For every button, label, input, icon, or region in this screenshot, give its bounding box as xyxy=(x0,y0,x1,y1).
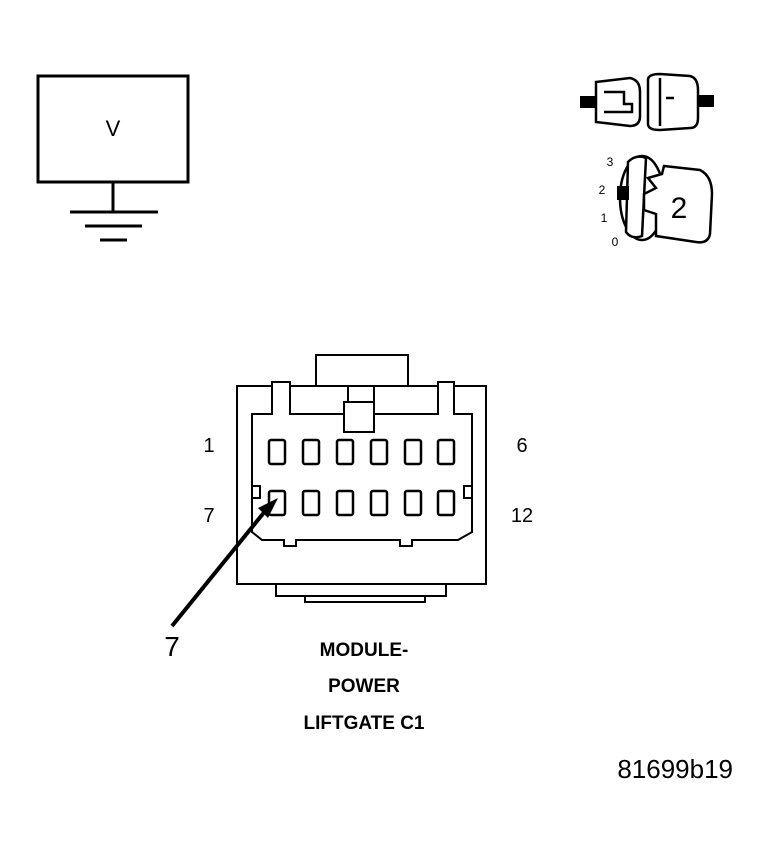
pin-1 xyxy=(267,438,287,466)
key-number-label: 2 xyxy=(671,192,688,225)
key-position-3: 3 xyxy=(607,155,614,169)
callout-pin-number: 7 xyxy=(164,631,180,662)
connector-latch xyxy=(315,354,409,388)
meter-label: V xyxy=(106,116,121,141)
key-position-0: 0 xyxy=(612,235,619,249)
pin-12 xyxy=(436,489,456,517)
pin-8 xyxy=(301,489,321,517)
pin-label-1: 1 xyxy=(203,435,214,457)
pin-2 xyxy=(301,438,321,466)
pin-6 xyxy=(436,438,456,466)
key-position-2: 2 xyxy=(599,183,606,197)
pin-11 xyxy=(403,489,423,517)
figure-id: 81699b19 xyxy=(617,754,733,784)
connector-separate-icon xyxy=(580,72,714,132)
pin-4 xyxy=(369,438,389,466)
key-position-1: 1 xyxy=(601,211,608,225)
ignition-key-icon xyxy=(617,154,714,244)
pin-3 xyxy=(335,438,355,466)
pin-label-7: 7 xyxy=(203,505,214,527)
pin-9 xyxy=(335,489,355,517)
pin-label-12: 12 xyxy=(511,505,533,527)
connector-face xyxy=(236,354,487,603)
connector-caption-line-3: LIFTGATE C1 xyxy=(303,713,424,734)
connector-caption-line-1: MODULE- xyxy=(320,640,409,661)
pin-5 xyxy=(403,438,423,466)
pin-7-callout-arrow xyxy=(170,498,278,628)
pin-10 xyxy=(369,489,389,517)
connector-caption-line-2: POWER xyxy=(328,676,400,697)
pin-cavities xyxy=(267,438,456,517)
pin-label-6: 6 xyxy=(516,435,527,457)
voltmeter-symbol xyxy=(36,74,190,242)
